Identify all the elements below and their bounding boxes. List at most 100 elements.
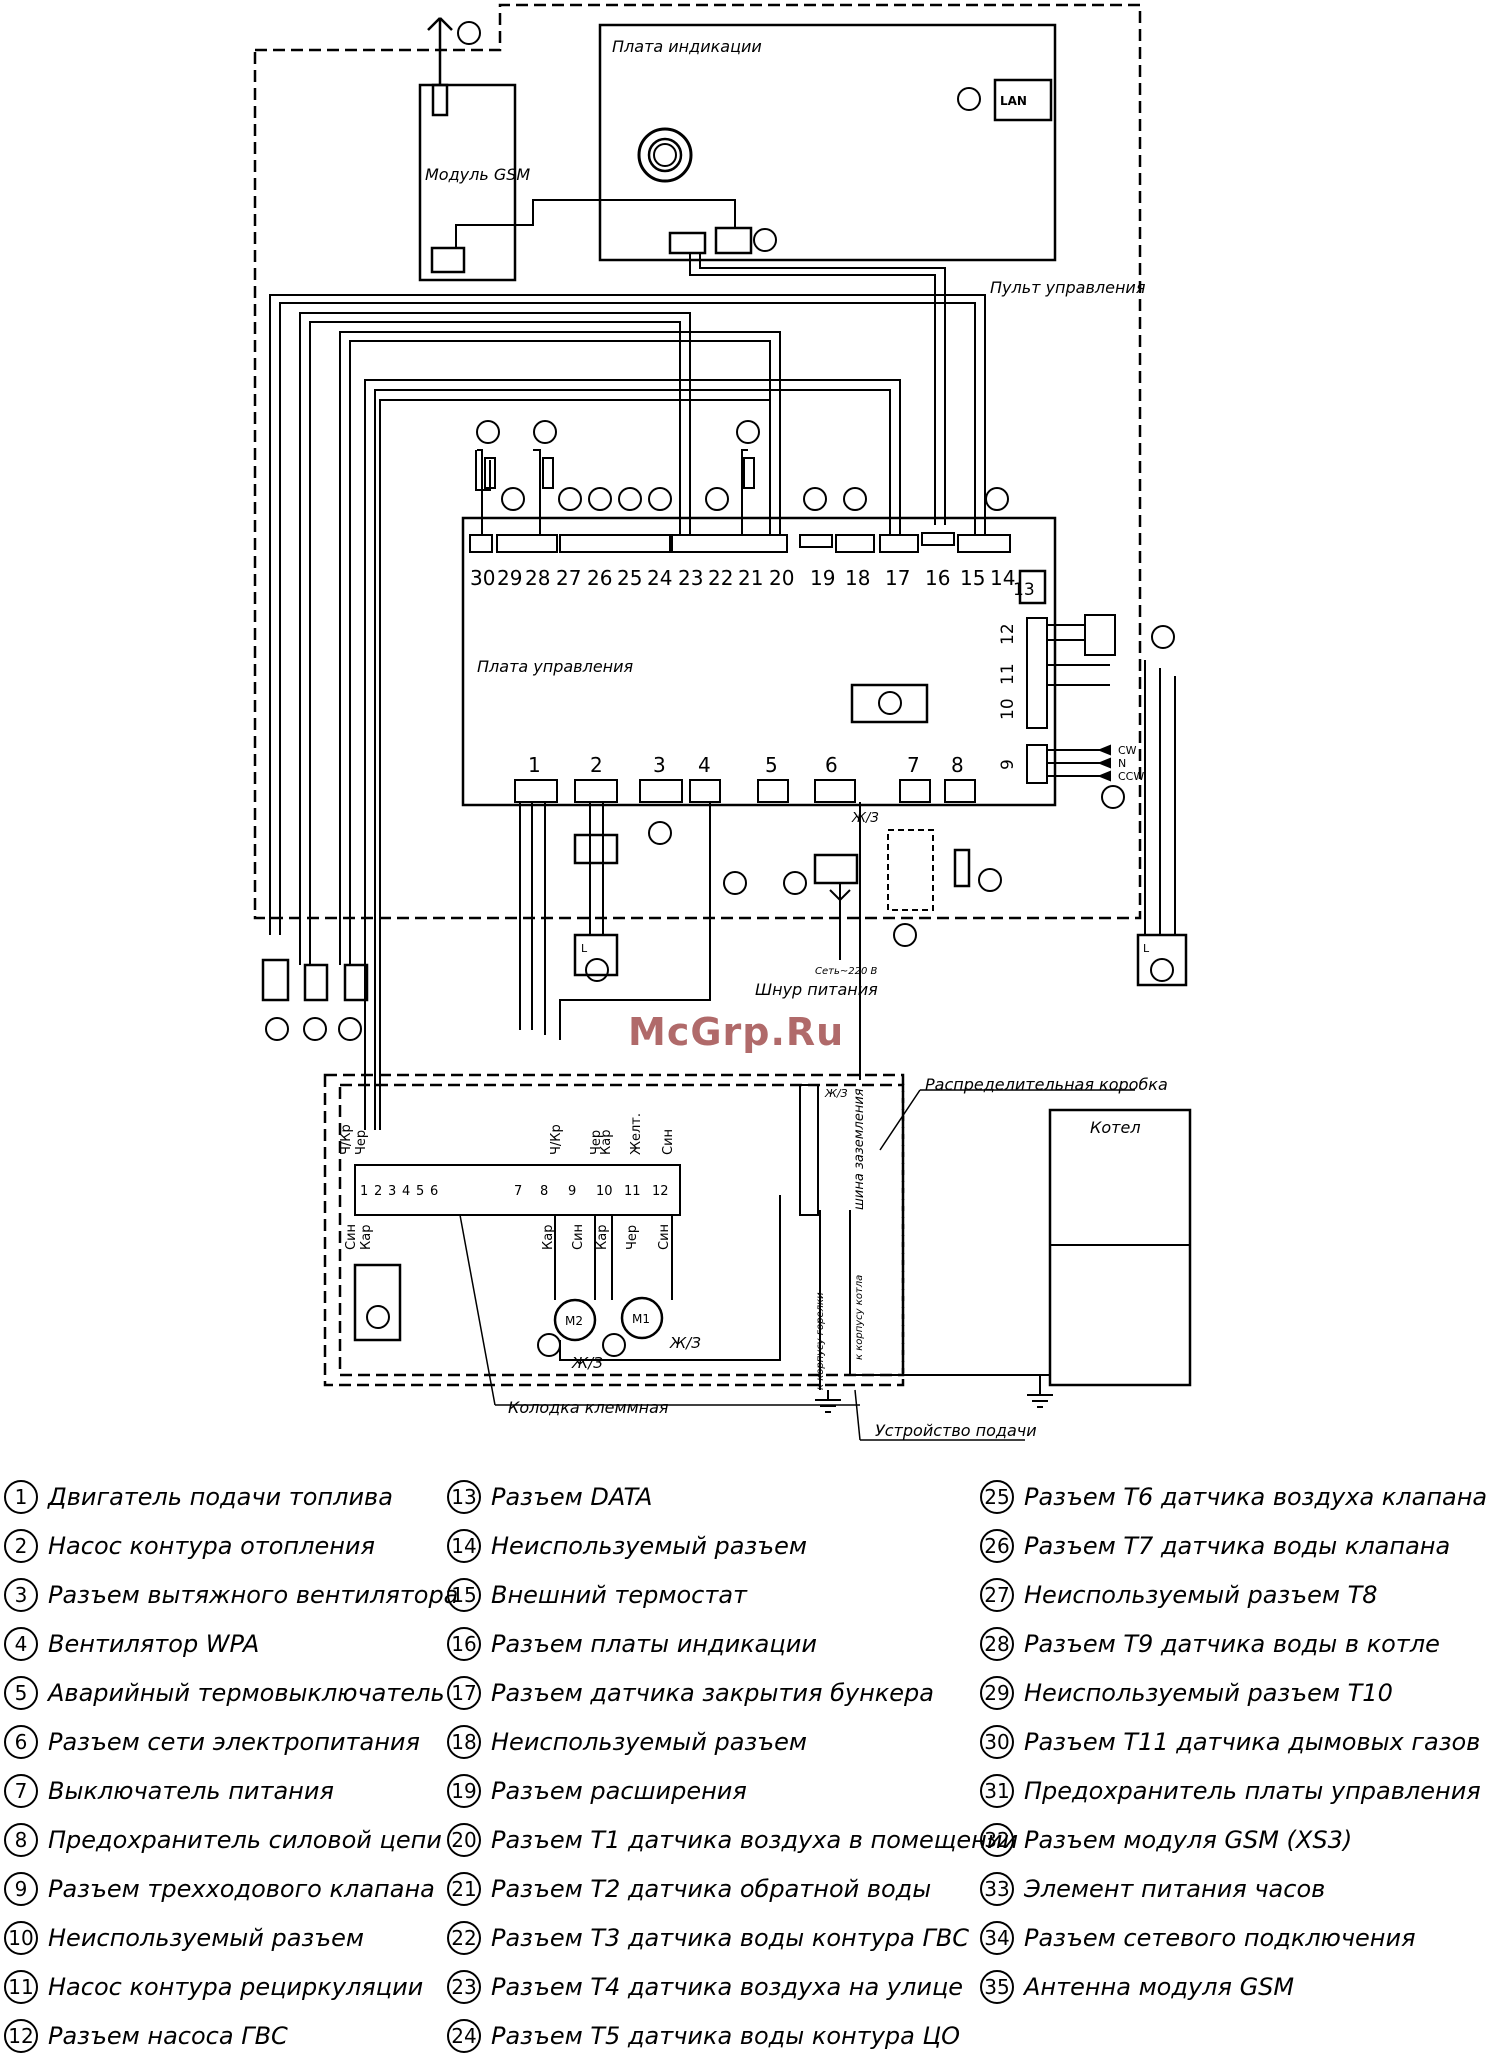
legend-text: Разъем расширения [491, 1776, 747, 1805]
legend-item: 5 Аварийный термовыключатель [4, 1668, 458, 1717]
gsm-module-label: Модуль GSM [425, 165, 530, 184]
legend-number: 31 [980, 1773, 1014, 1808]
legend-number: 8 [4, 1822, 38, 1857]
data-connector-box [1018, 569, 1047, 605]
top-connector-20: 20 [769, 566, 794, 590]
legend-item: 34 Разъем сетевого подключения [980, 1913, 1487, 1962]
sensor-20-box [343, 963, 369, 1002]
legend-text: Разъем модуля GSM (XS3) [1024, 1825, 1353, 1854]
sensor-23-box [303, 963, 329, 1002]
legend-item: 19 Разъем расширения [447, 1766, 1018, 1815]
legend-number: 23 [447, 1969, 481, 2004]
legend-text: Разъем сетевого подключения [1024, 1923, 1416, 1952]
pump11-l-label: L [1143, 942, 1150, 955]
cw-label: CW [1118, 744, 1137, 757]
legend-text: Неиспользуемый разъем Т8 [1024, 1580, 1378, 1609]
junction-box-label: Распределительная коробка [925, 1075, 1168, 1094]
legend-number: 30 [980, 1724, 1014, 1759]
power-cord-label: Шнур питания [755, 980, 878, 999]
boiler-box [1048, 1108, 1192, 1387]
legend-text: Выключатель питания [48, 1776, 334, 1805]
control-board-label: Плата управления [477, 657, 634, 676]
fuse-box [850, 683, 929, 724]
pump-2-box [573, 933, 619, 977]
top-connector-24: 24 [647, 566, 672, 590]
boiler-label: Котел [1090, 1118, 1141, 1137]
wire-label-top-6: Син [661, 1129, 676, 1155]
pump-11-box [1136, 933, 1188, 987]
legend-number: 5 [4, 1675, 38, 1710]
legend-text: Разъем вытяжного вентилятора [48, 1580, 459, 1609]
legend-number: 34 [980, 1920, 1014, 1955]
legend-number: 19 [447, 1773, 481, 1808]
legend-text: Разъем Т9 датчика воды в котле [1024, 1629, 1440, 1658]
terminal-6: 6 [430, 1184, 438, 1199]
indication-board-box [598, 23, 1057, 262]
legend-item: 23 Разъем Т4 датчика воздуха на улице [447, 1962, 1018, 2011]
bottom-connector-1: 1 [528, 753, 541, 777]
legend-text: Аварийный термовыключатель [48, 1678, 445, 1707]
top-connector-28: 28 [525, 566, 550, 590]
fuse-8-box [953, 848, 971, 888]
pump2-l-label: L [581, 942, 588, 955]
legend-text: Разъем датчика закрытия бункера [491, 1678, 934, 1707]
junction-box-outline [323, 1073, 905, 1387]
legend-text: Разъем насоса ГВС [48, 2021, 288, 2050]
legend-text: Неиспользуемый разъем [491, 1727, 808, 1756]
wiring-diagram: Плата индикации Модуль GSM Пульт управле… [253, 3, 1192, 1441]
top-connector-25: 25 [617, 566, 642, 590]
wire-label-bottom-1: Кар [359, 1225, 374, 1250]
terminal-12: 12 [652, 1184, 669, 1199]
terminal-block-label: Колодка клеммная [508, 1398, 669, 1417]
legend-text: Двигатель подачи топлива [48, 1482, 393, 1511]
terminal-5: 5 [416, 1184, 424, 1199]
legend-text: Разъем Т3 датчика воды контура ГВС [491, 1923, 970, 1952]
legend-text: Разъем Т4 датчика воздуха на улице [491, 1972, 964, 2001]
thermostat-15-box [261, 958, 290, 1002]
side-connector-12: 12 [998, 623, 1018, 645]
legend-number: 11 [4, 1969, 38, 2004]
legend-item: 12 Разъем насоса ГВС [4, 2011, 458, 2060]
top-connector-26: 26 [587, 566, 612, 590]
legend-text: Насос контура отопления [48, 1531, 375, 1560]
control-panel-outline [253, 3, 1142, 920]
watermark: McGrp.Ru [628, 1010, 845, 1054]
legend-number: 32 [980, 1822, 1014, 1857]
n-label: N [1118, 757, 1126, 770]
legend-number: 17 [447, 1675, 481, 1710]
to-boiler-label: к корпусу котла [854, 1275, 865, 1360]
legend-number: 4 [4, 1626, 38, 1661]
wire-label-top-2: Ч/Кр [549, 1124, 564, 1155]
legend-item: 32 Разъем модуля GSM (XS3) [980, 1815, 1487, 1864]
side-connector-9: 9 [998, 759, 1018, 770]
top-connector-17: 17 [885, 566, 910, 590]
top-connector-22: 22 [708, 566, 733, 590]
legend-text: Разъем сети электропитания [48, 1727, 420, 1756]
legend-number: 24 [447, 2018, 481, 2053]
terminal-11: 11 [624, 1184, 641, 1199]
wire-label-bottom-0: Син [344, 1224, 359, 1250]
legend-item: 17 Разъем датчика закрытия бункера [447, 1668, 1018, 1717]
legend-text: Элемент питания часов [1024, 1874, 1326, 1903]
legend-number: 1 [4, 1479, 38, 1514]
top-connector-29: 29 [497, 566, 522, 590]
legend-number: 12 [4, 2018, 38, 2053]
